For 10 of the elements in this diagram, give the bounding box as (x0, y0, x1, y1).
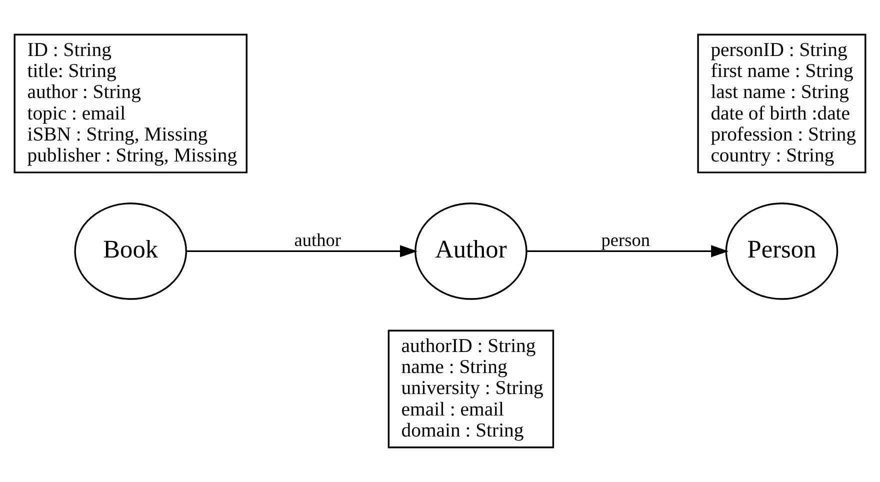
node-box: ID : String title: String author : String topic : email iSBN : String, Missing publisher : String, Missing (14, 34, 248, 174)
node-box: personID : String first name : String last name : String date of birth :date profession : String country : String (697, 34, 866, 174)
edge-label: author (294, 230, 341, 250)
node-ellipse: Author (414, 202, 528, 300)
arrow (526, 245, 729, 258)
edge-label: person (601, 230, 650, 250)
node-ellipse: Book (74, 202, 187, 300)
arrow (186, 245, 418, 258)
node-ellipse: Person (725, 202, 838, 300)
node-box: authorID : String name : String university : String email : email domain : String (388, 330, 554, 448)
